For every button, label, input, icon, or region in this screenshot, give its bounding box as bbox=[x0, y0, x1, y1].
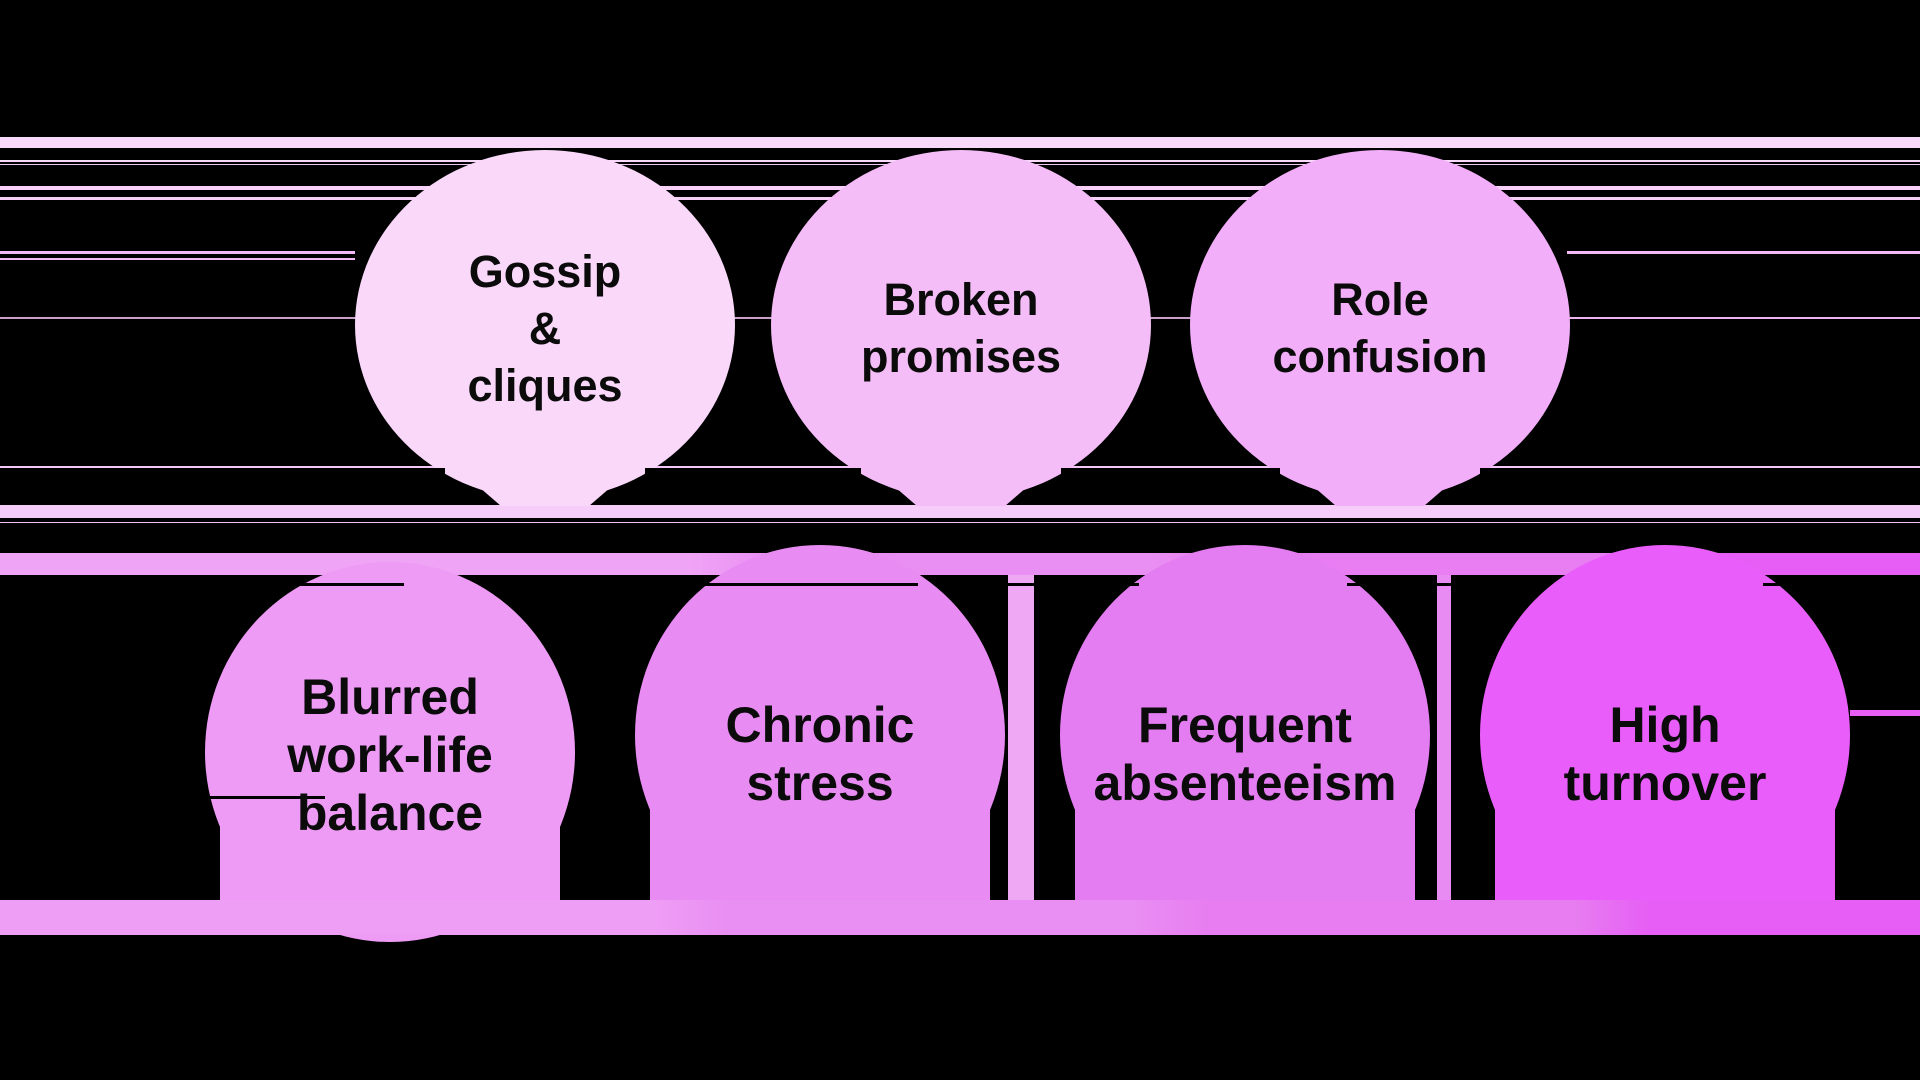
bubble-label-frequent-absenteeism: Frequent absenteeism bbox=[1060, 696, 1430, 812]
bubble-label-role-confusion: Role confusion bbox=[1190, 271, 1570, 385]
glitch-band-top bbox=[0, 137, 1920, 148]
label-line: Role bbox=[1331, 274, 1429, 325]
bubble-label-chronic-stress: Chronic stress bbox=[635, 696, 1005, 812]
glitch-strip-vertical bbox=[1437, 575, 1451, 900]
bubble-bottom-block bbox=[220, 700, 560, 935]
label-line: work-life bbox=[287, 727, 493, 783]
label-line: confusion bbox=[1272, 331, 1488, 382]
label-line: promises bbox=[860, 331, 1062, 382]
glitch-black-block bbox=[1480, 468, 1920, 504]
glitch-line bbox=[0, 251, 355, 254]
bubble-label-broken-promises: Broken promises bbox=[771, 271, 1151, 385]
bubble-label-gossip-cliques: Gossip & cliques bbox=[355, 243, 735, 414]
glitch-black-line bbox=[12, 583, 404, 586]
glitch-black-line bbox=[1763, 583, 1910, 586]
label-line: Chronic bbox=[725, 697, 915, 753]
glitch-band-bottom bbox=[0, 900, 1920, 935]
glitch-black-block bbox=[645, 468, 861, 504]
glitch-black-line bbox=[1347, 583, 1531, 586]
glitch-black-line bbox=[0, 796, 325, 799]
label-line: High bbox=[1609, 697, 1721, 753]
glitch-black-line bbox=[502, 583, 918, 586]
bubble-bottom-block bbox=[1495, 700, 1835, 935]
label-line: absenteeism bbox=[1093, 755, 1397, 811]
label-line: Gossip bbox=[468, 246, 622, 297]
label-line: & bbox=[528, 303, 562, 354]
glitch-line bbox=[0, 258, 355, 260]
bubble-shape-role-confusion bbox=[1190, 150, 1570, 500]
glitch-line bbox=[1567, 251, 1920, 254]
glitch-black-line bbox=[937, 583, 1139, 586]
bubble-shape-gossip-cliques bbox=[355, 150, 735, 500]
glitch-line-magenta bbox=[1850, 710, 1920, 716]
glitch-black-block bbox=[1061, 468, 1280, 504]
label-line: Blurred bbox=[301, 669, 479, 725]
label-line: Frequent bbox=[1138, 697, 1352, 753]
bubble-label-high-turnover: High turnover bbox=[1480, 696, 1850, 812]
label-line: cliques bbox=[467, 360, 623, 411]
label-line: balance bbox=[296, 785, 484, 841]
label-line: stress bbox=[746, 755, 894, 811]
bubble-label-blurred-work-life-balance: Blurred work-life balance bbox=[205, 668, 575, 842]
label-line: turnover bbox=[1563, 755, 1767, 811]
glitch-band-mid bbox=[0, 553, 1920, 575]
bubble-shape-broken-promises bbox=[771, 150, 1151, 500]
bubble-bottom-block bbox=[650, 700, 990, 935]
bubble-bottom-block bbox=[1075, 700, 1415, 935]
glitch-strip-vertical bbox=[1008, 575, 1034, 900]
glitch-band-light bbox=[0, 505, 1920, 518]
glitch-black-block bbox=[0, 468, 445, 504]
label-line: Broken bbox=[883, 274, 1039, 325]
glitch-line bbox=[0, 522, 1920, 523]
